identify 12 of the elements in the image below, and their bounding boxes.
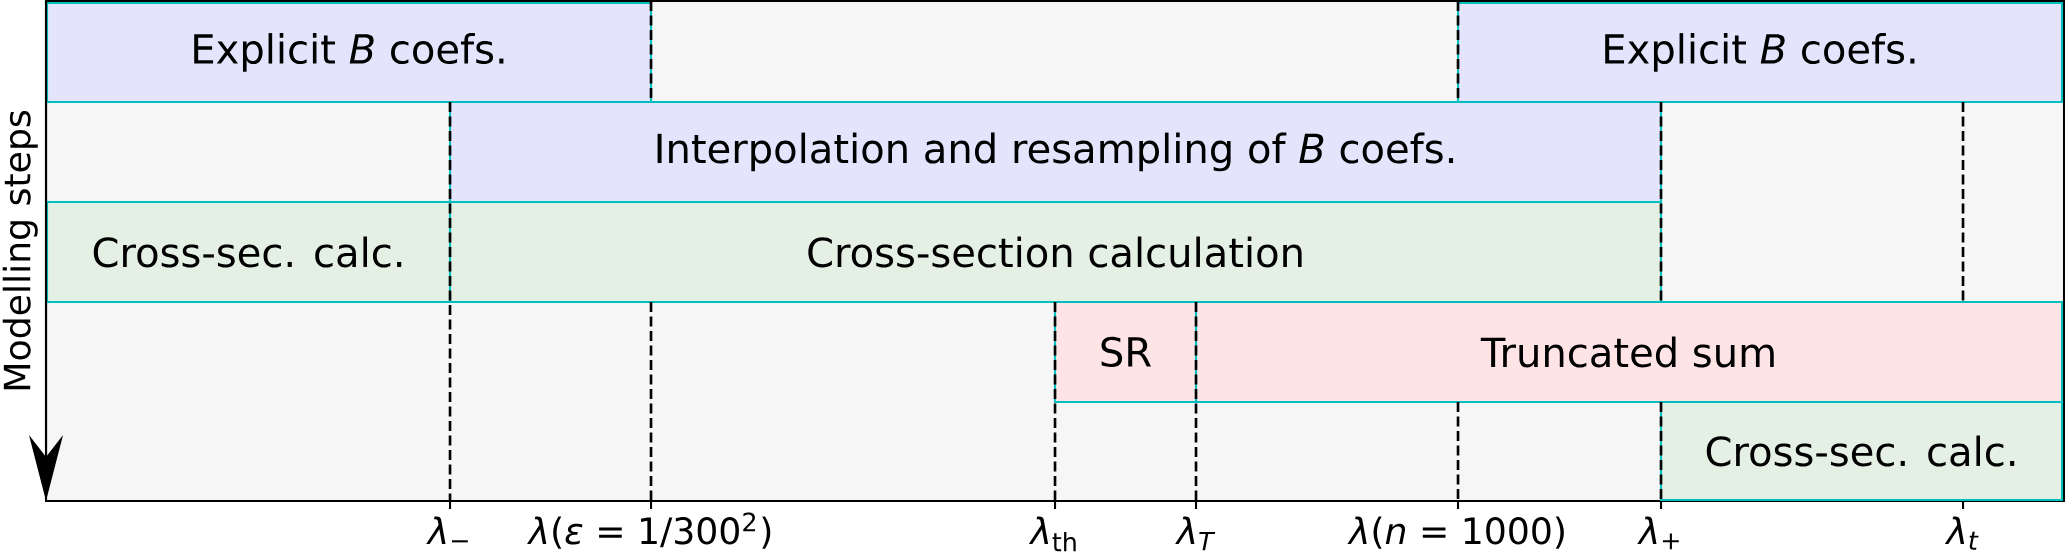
- range-bar: Cross-sec. calc.: [1659, 400, 2064, 502]
- range-bar: Cross-sec. calc.: [45, 200, 452, 304]
- tick-label: λ$_{+}$: [1637, 516, 1679, 550]
- axis-title: Modelling steps: [2, 111, 38, 390]
- tick-label: λ$_{th}$: [1028, 516, 1076, 552]
- range-bar: SR: [1053, 300, 1198, 404]
- tick-label: λ(ε = 1/300$^{2}$): [527, 512, 771, 549]
- range-bar: Explicit B coefs.: [45, 1, 653, 104]
- range-bar: Explicit B coefs.: [1456, 1, 2064, 104]
- tick-label: λ(n = 1000): [1347, 516, 1564, 549]
- tick-label: λ$_{−}$: [426, 516, 468, 544]
- tick-label: λ$_{T}$: [1175, 516, 1216, 551]
